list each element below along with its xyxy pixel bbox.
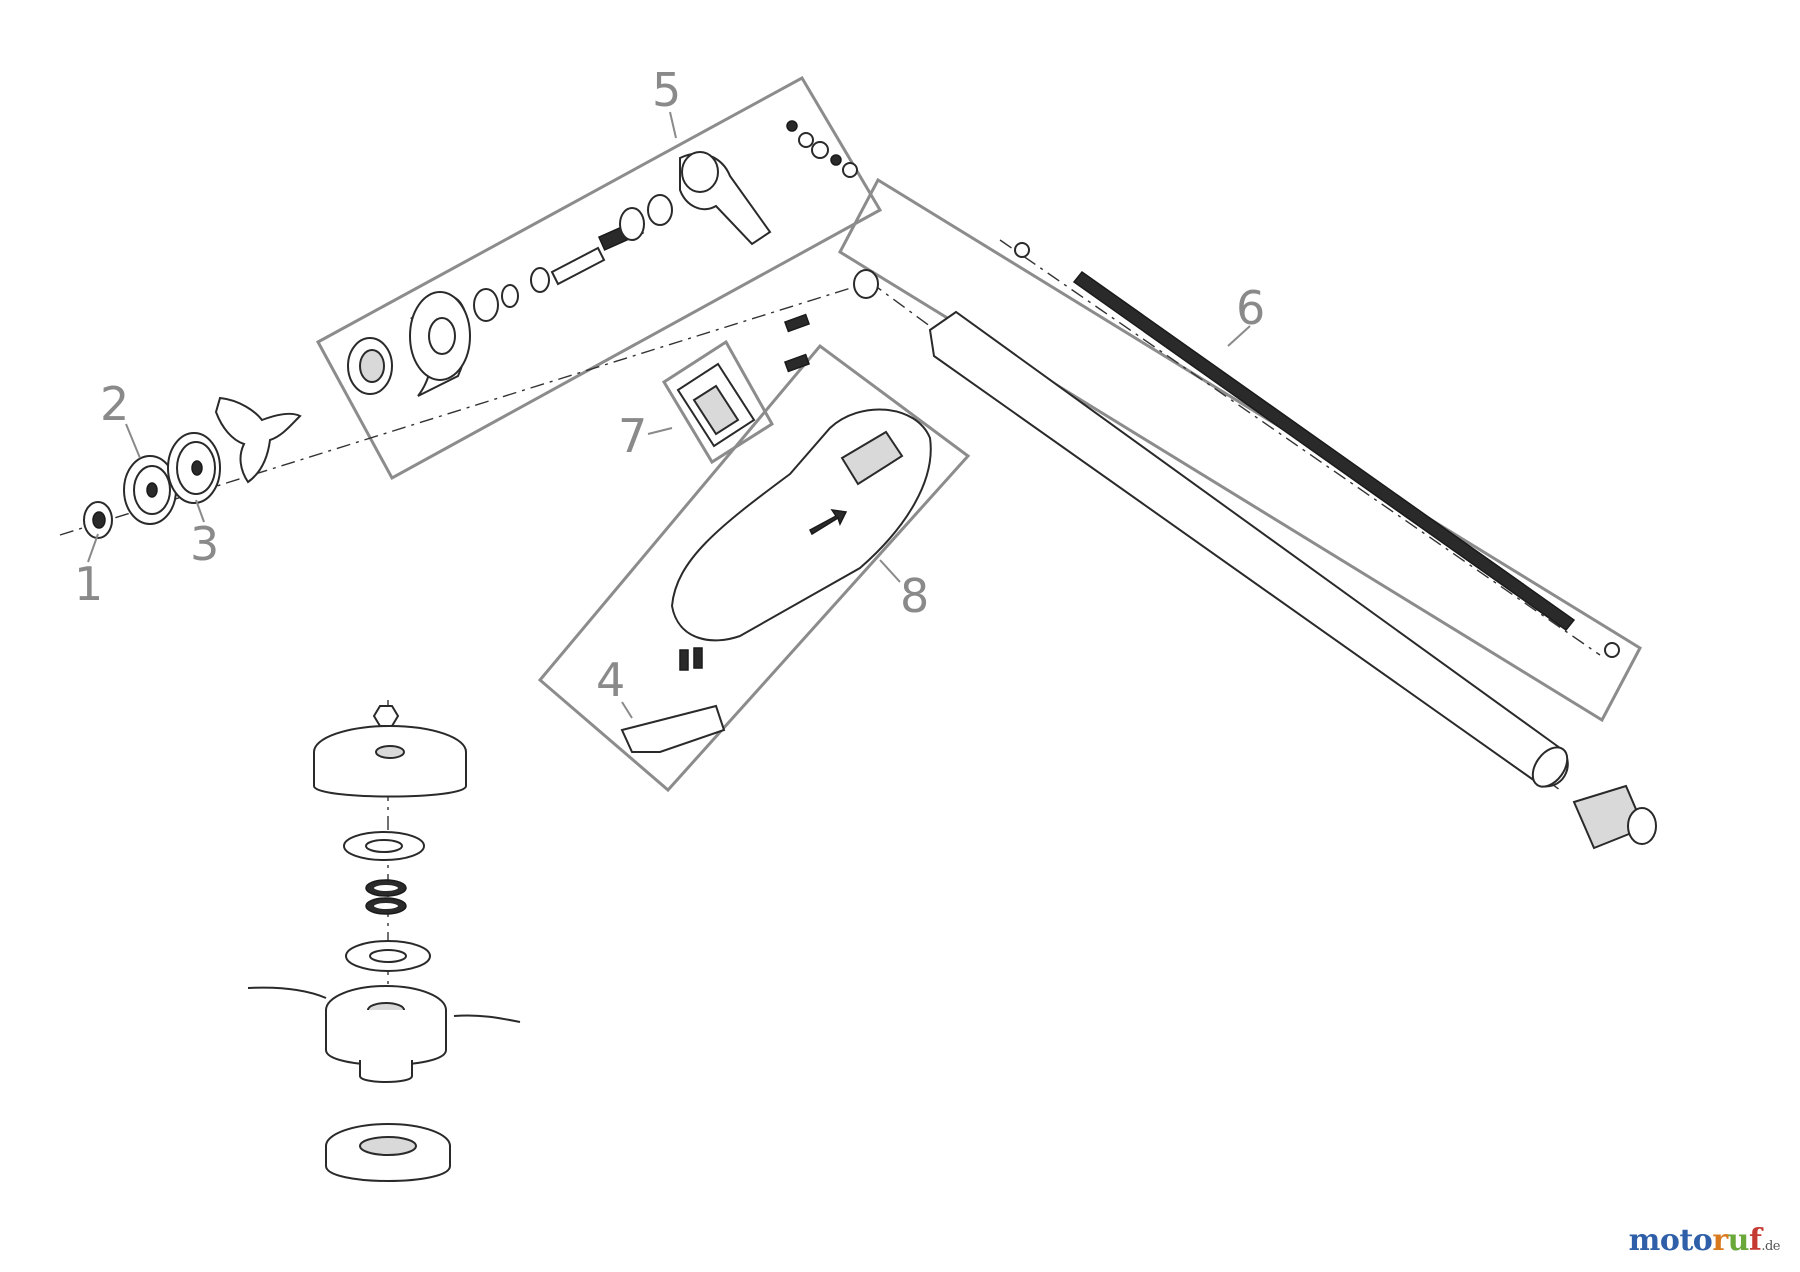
callout-2: 2 xyxy=(100,377,129,431)
leader-2 xyxy=(125,423,141,459)
callout-5: 5 xyxy=(652,63,681,117)
watermark-letter: f xyxy=(1748,1223,1762,1258)
drive-shaft-tube-part xyxy=(928,242,1657,850)
guard-label-plate xyxy=(840,430,904,486)
leader-8 xyxy=(879,559,901,583)
callout-7: 7 xyxy=(618,409,647,463)
leader-7 xyxy=(647,427,673,435)
leader-5 xyxy=(669,111,677,139)
assembly-axis-head xyxy=(59,281,871,536)
nut-part xyxy=(83,501,113,539)
watermark-letter: u xyxy=(1727,1223,1750,1258)
watermark-letter: m xyxy=(1628,1223,1661,1258)
washer-disc-part xyxy=(167,432,221,504)
line-cutter-blade-part xyxy=(620,647,726,753)
watermark-letter: o xyxy=(1692,1223,1713,1258)
watermark-letter: r xyxy=(1712,1223,1728,1258)
three-point-blade-part xyxy=(214,396,302,484)
trimmer-head-part xyxy=(247,705,521,1182)
leader-6 xyxy=(1227,325,1251,347)
callout-3: 3 xyxy=(190,517,219,571)
callout-4: 4 xyxy=(596,653,625,707)
mounting-bracket-part xyxy=(676,313,811,448)
watermark-suffix: .de xyxy=(1761,1239,1780,1254)
leader-4 xyxy=(621,701,633,719)
callout-1: 1 xyxy=(74,557,103,611)
leader-1 xyxy=(87,533,99,563)
group-box-8 xyxy=(537,343,971,793)
group-box-7 xyxy=(661,339,775,465)
assembly-axis-inner xyxy=(999,239,1601,656)
watermark-letter: t xyxy=(1679,1223,1693,1258)
leader-3 xyxy=(195,499,205,523)
group-box-5 xyxy=(315,75,883,481)
callout-8: 8 xyxy=(900,569,929,623)
gearbox-assembly-part xyxy=(347,120,879,397)
watermark-logo: motoruf.de xyxy=(1628,1223,1781,1258)
callout-6: 6 xyxy=(1236,281,1265,335)
watermark-letter: o xyxy=(1659,1223,1680,1258)
guard-arrow xyxy=(809,509,848,536)
